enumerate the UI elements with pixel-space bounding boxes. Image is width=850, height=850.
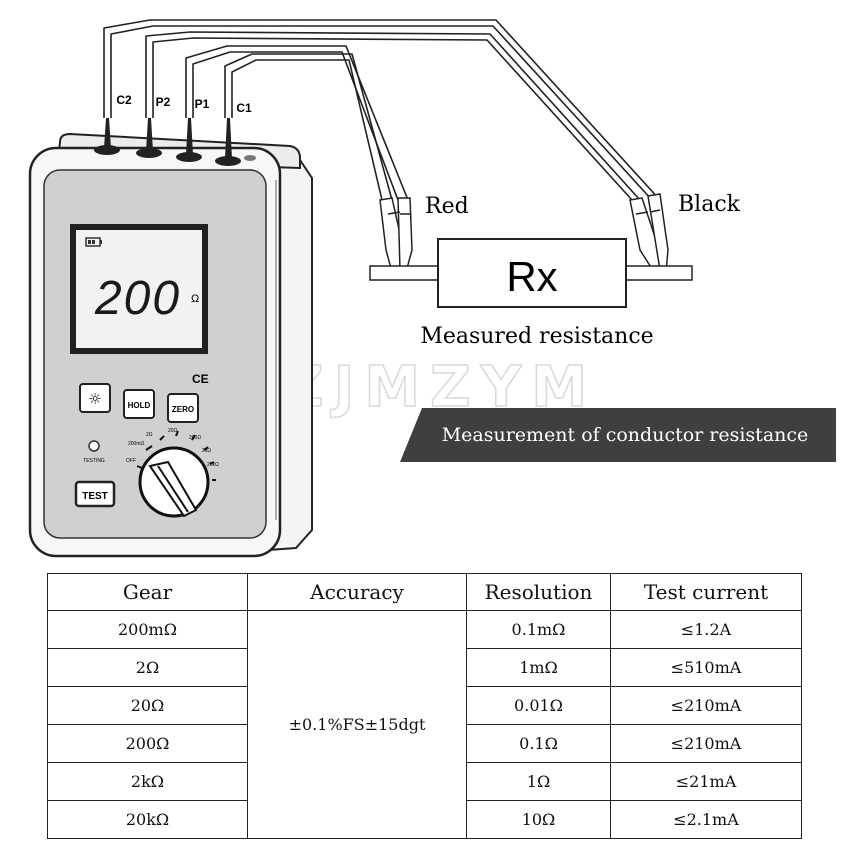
current-cell: ≤210mA [610,686,802,725]
current-cell: ≤2.1mA [610,800,802,839]
gear-cell: 200mΩ [47,610,248,649]
table-row: 20kΩ 10Ω ≤2.1mA [47,800,802,839]
gear-cell: 2Ω [47,648,248,687]
terminal-label-c1: C1 [236,101,252,115]
table-header-row: Gear Accuracy Resolution Test current [47,573,802,611]
terminal-label-p1: P1 [195,97,210,111]
dial-range-200: 200Ω [189,435,201,441]
resolution-cell: 0.1mΩ [466,610,611,649]
dial-off-label: OFF [126,458,136,464]
header-resolution: Resolution [466,573,611,611]
gear-cell: 2kΩ [47,762,248,801]
zero-button-label: ZERO [172,405,194,414]
table-row: 2Ω 1mΩ ≤510mA [47,648,802,687]
black-clip-icon [629,193,669,274]
red-clip-icon [379,197,413,273]
dial-range-200m: 200mΩ [128,441,145,447]
measurement-banner: Measurement of conductor resistance [400,408,836,462]
resolution-cell: 0.1Ω [466,724,611,763]
table-row: 200mΩ ±0.1%FS±15dgt 0.1mΩ ≤1.2A [47,610,802,839]
current-cell: ≤21mA [610,762,802,801]
resistor [369,238,693,308]
current-cell: ≤510mA [610,648,802,687]
lcd-unit: Ω [191,293,199,305]
measured-resistance-caption: Measured resistance [420,324,653,349]
header-test-current: Test current [610,573,802,611]
gear-cell: 200Ω [47,724,248,763]
dial-range-20: 20Ω [168,428,178,434]
gear-cell: 20kΩ [47,800,248,839]
banner-text: Measurement of conductor resistance [441,424,809,446]
resolution-cell: 0.01Ω [466,686,611,725]
resistor-label: Rx [506,253,557,300]
zero-button[interactable]: ZERO [167,393,199,423]
dial-range-2k: 2kΩ [202,448,211,454]
hold-button-label: HOLD [128,401,151,410]
lcd-value: 200 [94,272,181,325]
terminal-label-c2: C2 [116,93,132,107]
current-cell: ≤210mA [610,724,802,763]
light-button[interactable]: ☼ [79,383,111,413]
header-gear: Gear [47,573,248,611]
terminals [94,118,256,166]
red-clip-label: Red [425,194,469,219]
black-clip-label: Black [678,192,741,217]
testing-indicator [88,440,100,452]
resolution-cell: 10Ω [466,800,611,839]
spec-table: Gear Accuracy Resolution Test current 20… [47,573,802,839]
table-row: 20Ω 0.01Ω ≤210mA [47,686,802,725]
header-accuracy: Accuracy [247,573,467,611]
terminal-label-p2: P2 [156,95,171,109]
ce-mark: CE [192,372,209,386]
resolution-cell: 1Ω [466,762,611,801]
test-button[interactable]: TEST [74,480,116,508]
lcd-display [70,224,208,354]
tester-illustration: ZJMZYM C2 P2 P1 C1 [28,19,741,558]
dial-range-2: 2Ω [146,432,153,438]
gear-cell: 20Ω [47,686,248,725]
test-button-label: TEST [82,491,108,502]
table-row: 200Ω 0.1Ω ≤210mA [47,724,802,763]
dial-range-20k: 20kΩ [207,462,219,468]
range-dial[interactable] [136,430,216,518]
current-cell: ≤1.2A [610,610,802,649]
light-icon: ☼ [88,390,101,408]
accuracy-cell: ±0.1%FS±15dgt [247,610,467,839]
testing-label: TESTING [83,458,105,464]
test-leads [103,19,661,201]
hold-button[interactable]: HOLD [123,389,155,419]
resolution-cell: 1mΩ [466,648,611,687]
